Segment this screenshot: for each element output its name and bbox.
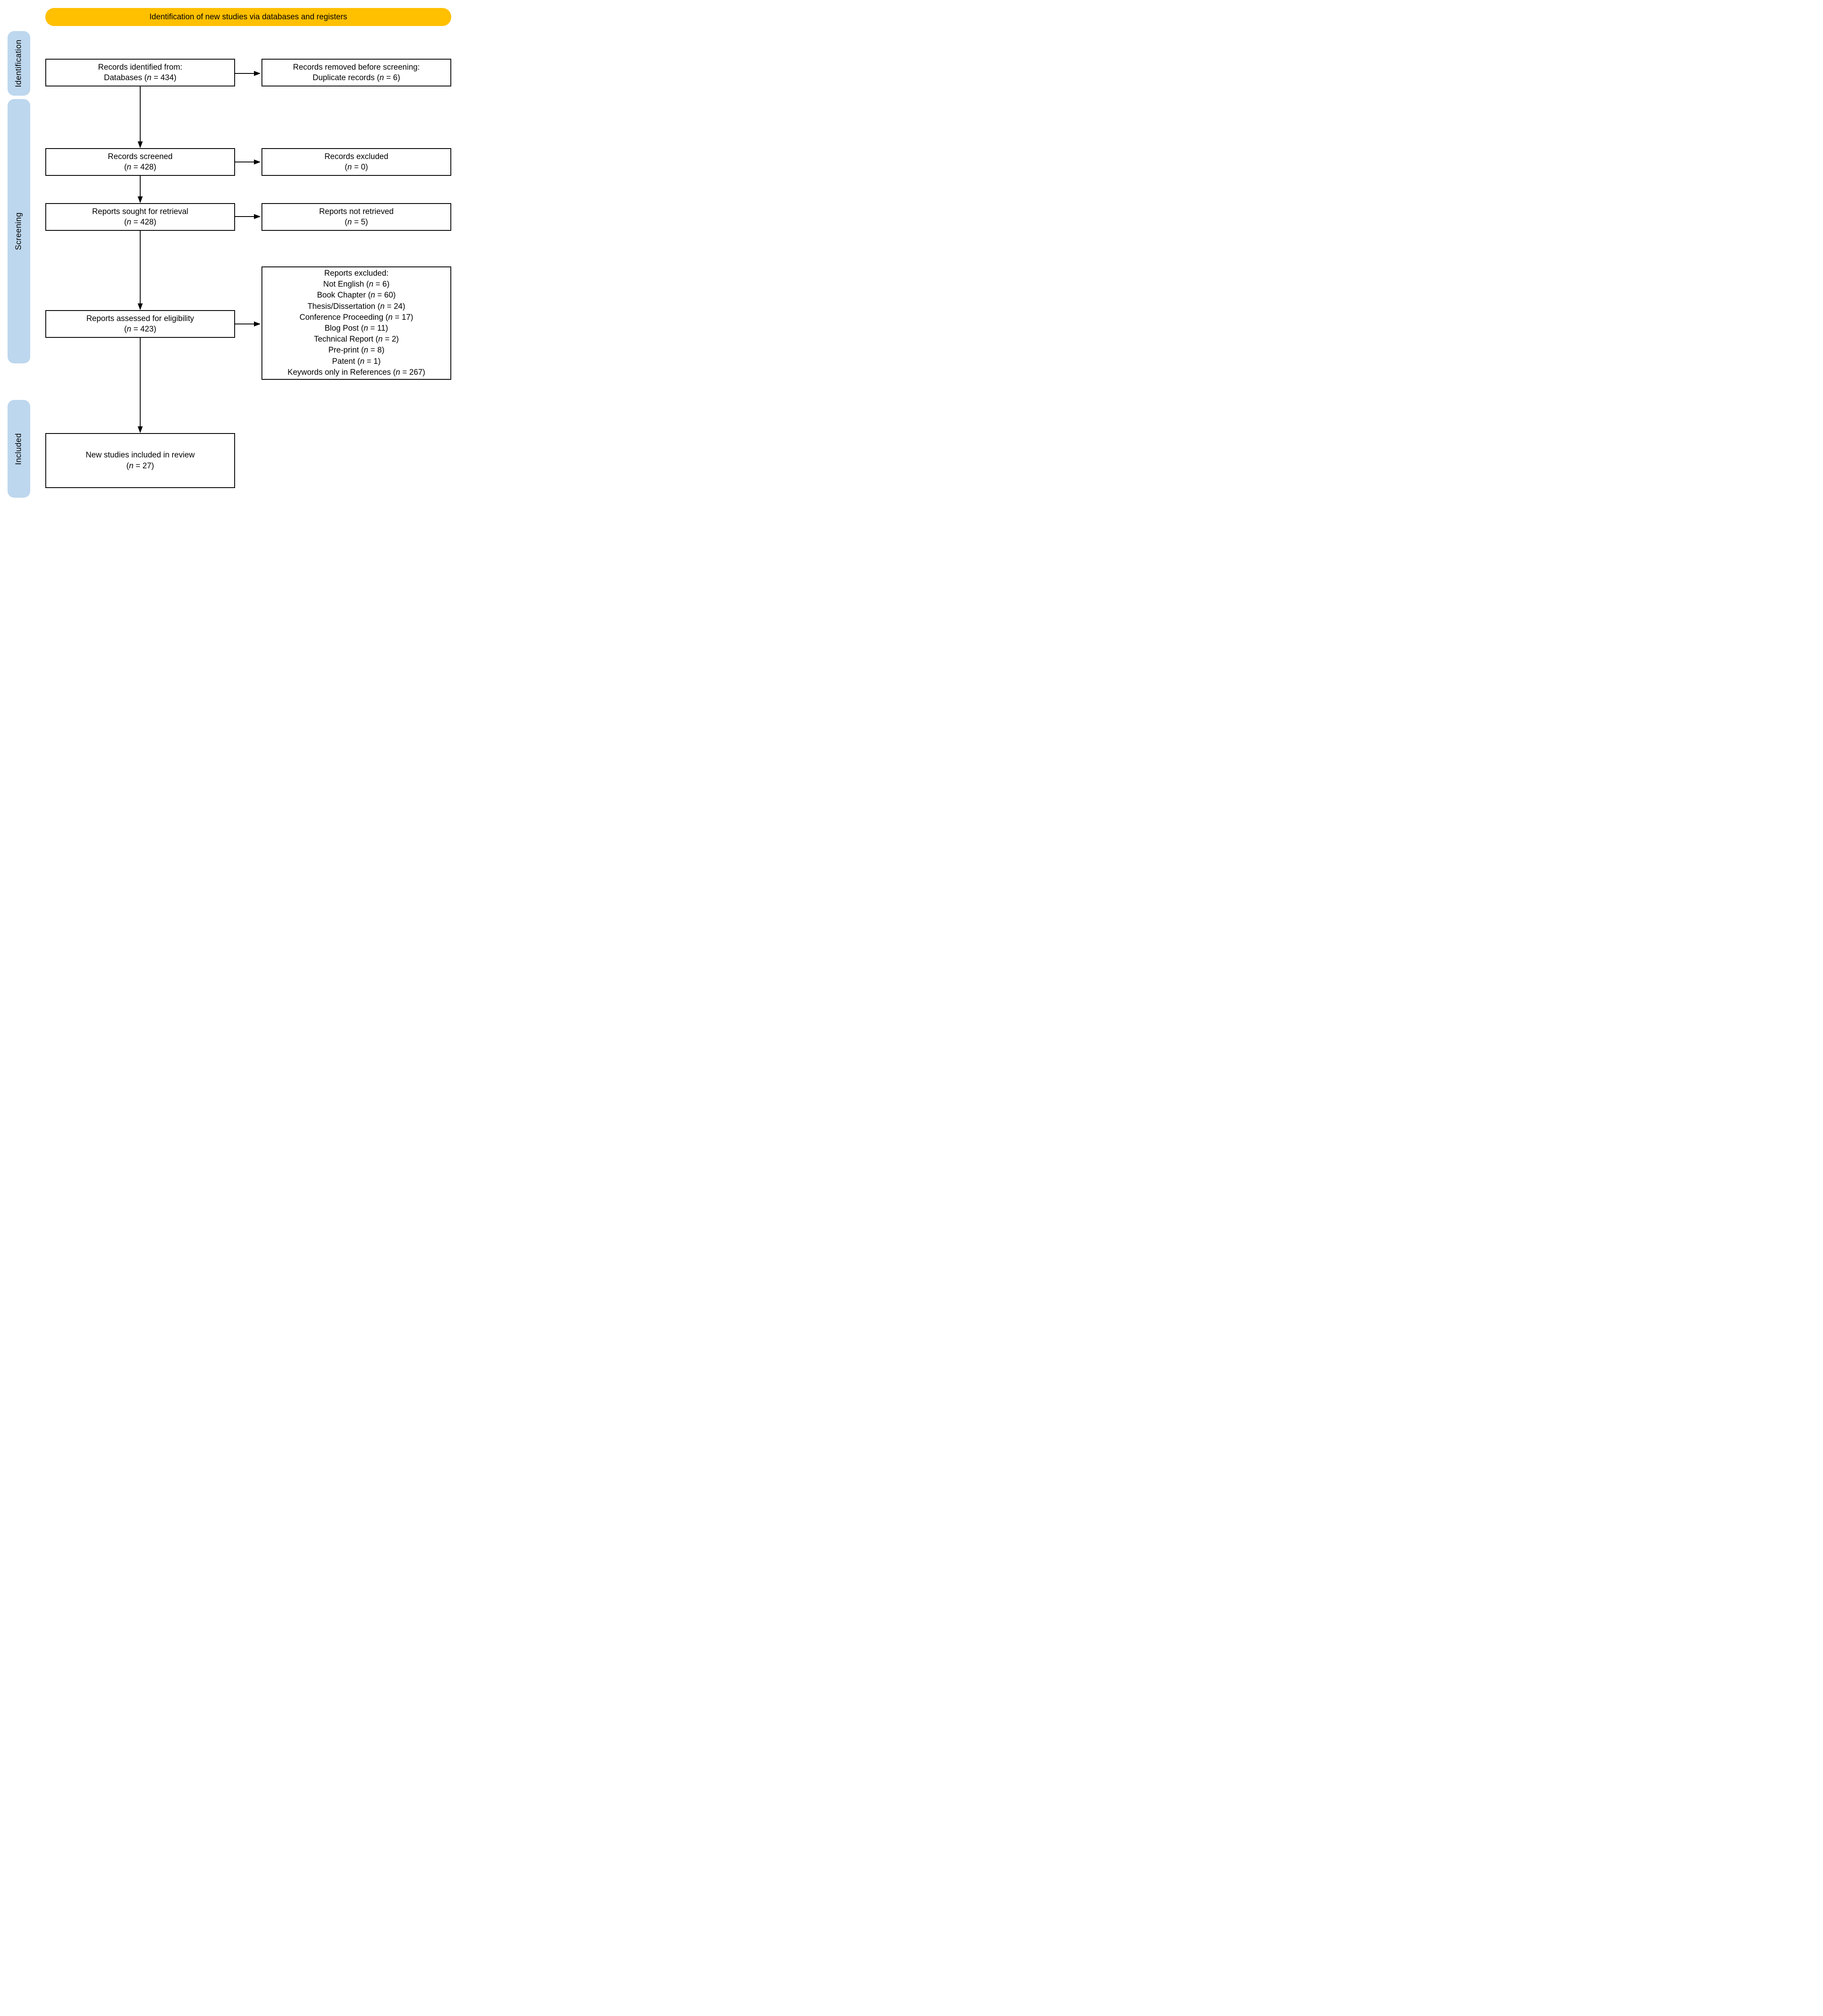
- box-line: Databases (n = 434): [104, 73, 177, 82]
- box-line: Thesis/Dissertation (n = 24): [307, 302, 405, 311]
- arrow-down-1-shaft: [140, 86, 141, 141]
- box-line: Reports excluded:: [324, 269, 389, 278]
- box-line: Duplicate records (n = 6): [312, 73, 400, 82]
- box-line: Pre-print (n = 8): [328, 346, 384, 355]
- arrow-down-3-shaft: [140, 231, 141, 303]
- phase-label-screening: Screening: [8, 99, 30, 363]
- box-line: Technical Report (n = 2): [314, 335, 399, 344]
- box-reports-sought: Reports sought for retrieval (n = 428): [45, 203, 235, 231]
- arrow-right-3-head: [254, 214, 261, 219]
- box-line: Reports sought for retrieval: [92, 207, 188, 216]
- box-line: Keywords only in References (n = 267): [288, 368, 425, 377]
- arrow-down-2-shaft: [140, 176, 141, 196]
- box-line: Records screened: [107, 152, 173, 161]
- arrow-down-4-head: [138, 426, 143, 433]
- arrow-down-2-head: [138, 196, 143, 203]
- phase-label-identification-text: Identification: [14, 39, 23, 87]
- box-reports-not-retrieved: Reports not retrieved (n = 5): [262, 203, 451, 231]
- box-line: Conference Proceeding (n = 17): [299, 313, 413, 322]
- arrow-down-3-head: [138, 303, 143, 310]
- box-line: Records identified from:: [98, 63, 183, 72]
- header-banner: Identification of new studies via databa…: [45, 8, 451, 26]
- box-line: Book Chapter (n = 60): [317, 291, 396, 300]
- box-line: Not English (n = 6): [323, 280, 390, 289]
- box-line: Records removed before screening:: [293, 63, 420, 72]
- box-line: Patent (n = 1): [332, 357, 381, 366]
- box-records-removed: Records removed before screening: Duplic…: [262, 59, 451, 86]
- box-line: New studies included in review: [86, 451, 195, 460]
- box-line: Blog Post (n = 11): [324, 324, 388, 333]
- box-reports-excluded-reasons: Reports excluded: Not English (n = 6) Bo…: [262, 266, 451, 380]
- box-line: Records excluded: [324, 152, 389, 161]
- box-line: Reports not retrieved: [319, 207, 394, 216]
- box-line: Reports assessed for eligibility: [86, 314, 194, 323]
- box-new-studies-included: New studies included in review (n = 27): [45, 433, 235, 488]
- prisma-flow-diagram: Identification of new studies via databa…: [0, 0, 456, 504]
- box-reports-assessed: Reports assessed for eligibility (n = 42…: [45, 310, 235, 338]
- phase-label-included: Included: [8, 400, 30, 498]
- box-line: (n = 27): [126, 461, 154, 470]
- box-records-identified: Records identified from: Databases (n = …: [45, 59, 235, 86]
- box-line: (n = 5): [345, 218, 368, 227]
- box-records-excluded: Records excluded (n = 0): [262, 148, 451, 176]
- arrow-down-4-shaft: [140, 338, 141, 426]
- box-line: (n = 428): [124, 218, 157, 227]
- phase-label-included-text: Included: [14, 433, 23, 465]
- box-records-screened: Records screened (n = 428): [45, 148, 235, 176]
- arrow-right-1-shaft: [235, 73, 254, 74]
- box-line: (n = 0): [345, 163, 368, 172]
- arrow-right-4-head: [254, 321, 261, 326]
- box-line: (n = 423): [124, 325, 157, 334]
- phase-label-screening-text: Screening: [14, 212, 23, 251]
- arrow-right-3-shaft: [235, 216, 254, 217]
- arrow-right-2-head: [254, 159, 261, 165]
- arrow-right-1-head: [254, 71, 261, 76]
- header-title: Identification of new studies via databa…: [149, 12, 348, 21]
- arrow-down-1-head: [138, 141, 143, 148]
- box-line: (n = 428): [124, 163, 157, 172]
- phase-label-identification: Identification: [8, 31, 30, 96]
